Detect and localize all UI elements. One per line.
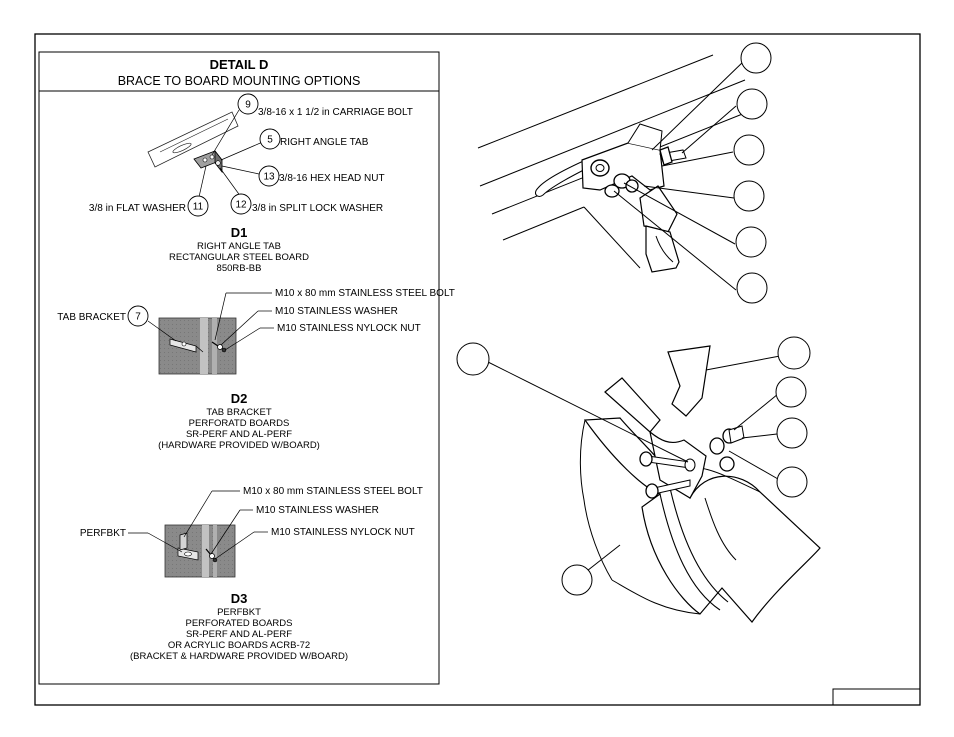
balloon-9	[237, 93, 259, 115]
d1-lock-washer-label: 3/8 in SPLIT LOCK WASHER	[252, 203, 383, 214]
d3-caption-line: PERFORATED BOARDS	[186, 618, 293, 629]
svg-text:11: 11	[193, 202, 204, 213]
d1-bolt-label: 3/8-16 x 1 1/2 in CARRIAGE BOLT	[258, 107, 413, 118]
d1-callout-bolt: 9 3/8-16 x 1 1/2 in CARRIAGE BOLT	[237, 93, 413, 118]
d3-caption-line: SR-PERF AND AL-PERF	[186, 629, 292, 640]
d1-caption-line: 850RB-BB	[217, 263, 262, 274]
d2-callout-bracket: 7 TAB BRACKET	[57, 305, 149, 327]
d2-nut-label: M10 STAINLESS NYLOCK NUT	[277, 323, 421, 334]
upper-view-balloons	[733, 42, 772, 304]
balloon-13	[258, 165, 280, 187]
callout-balloon	[561, 564, 593, 596]
callout-balloon	[736, 88, 768, 120]
lower-view-balloons	[456, 336, 811, 596]
d2-caption-id: D2	[231, 391, 248, 406]
svg-text:9: 9	[245, 100, 251, 111]
callout-balloon	[456, 342, 490, 376]
balloon-12	[230, 193, 252, 215]
d3-figure	[128, 490, 268, 578]
detail-subtitle: BRACE TO BOARD MOUNTING OPTIONS	[118, 74, 361, 88]
svg-text:7: 7	[135, 312, 141, 323]
balloon-7	[127, 305, 149, 327]
callout-balloon	[736, 272, 768, 304]
d3-washer-label: M10 STAINLESS WASHER	[256, 505, 379, 516]
callout-balloon	[775, 376, 807, 408]
title-block-stub	[832, 688, 920, 705]
callout-balloon	[733, 134, 765, 166]
svg-text:5: 5	[267, 135, 273, 146]
svg-text:13: 13	[263, 172, 275, 183]
callout-balloon	[740, 42, 772, 74]
detail-d-panel: DETAIL D BRACE TO BOARD MOUNTING OPTIONS…	[38, 51, 455, 685]
callout-balloon	[735, 226, 767, 258]
d2-caption-line: PERFORATD BOARDS	[189, 418, 290, 429]
d2-caption-line: (HARDWARE PROVIDED W/BOARD)	[158, 440, 320, 451]
d1-caption-line: RIGHT ANGLE TAB	[197, 241, 281, 252]
detail-title: DETAIL D	[210, 57, 269, 72]
callout-balloon	[733, 180, 765, 212]
d1-figure	[147, 109, 266, 198]
d3-caption-line: (BRACKET & HARDWARE PROVIDED W/BOARD)	[130, 651, 348, 662]
d3-caption-line: PERFBKT	[217, 607, 261, 618]
callout-balloon	[776, 417, 808, 449]
callout-balloon	[776, 466, 808, 498]
d2-washer-label: M10 STAINLESS WASHER	[275, 306, 398, 317]
d2-bracket-label: TAB BRACKET	[57, 312, 126, 323]
d3-bracket-label: PERFBKT	[80, 528, 126, 539]
d3-caption-line: OR ACRYLIC BOARDS ACRB-72	[168, 640, 310, 651]
d2-caption-line: TAB BRACKET	[206, 407, 271, 418]
upper-assembly-view	[477, 54, 756, 291]
d1-flat-washer-label: 3/8 in FLAT WASHER	[89, 203, 186, 214]
d1-caption-line: RECTANGULAR STEEL BOARD	[169, 252, 309, 263]
d2-figure	[147, 292, 274, 375]
d1-callout-flat-washer: 11 3/8 in FLAT WASHER	[89, 195, 209, 217]
d1-callout-lock-washer: 12 3/8 in SPLIT LOCK WASHER	[230, 193, 383, 215]
callout-balloon	[777, 336, 811, 370]
d3-caption-id: D3	[231, 591, 248, 606]
d3-nut-label: M10 STAINLESS NYLOCK NUT	[271, 527, 415, 538]
detail-panel-frame	[38, 51, 440, 685]
d1-tab-label: RIGHT ANGLE TAB	[280, 137, 369, 148]
balloon-11	[187, 195, 209, 217]
d1-callout-nut: 13 3/8-16 HEX HEAD NUT	[258, 165, 385, 187]
d3-bolt-label: M10 x 80 mm STAINLESS STEEL BOLT	[243, 486, 423, 497]
d1-callout-tab: 5 RIGHT ANGLE TAB	[259, 128, 369, 150]
svg-text:12: 12	[235, 200, 247, 211]
balloon-5	[259, 128, 281, 150]
d2-bolt-label: M10 x 80 mm STAINLESS STEEL BOLT	[275, 288, 455, 299]
sheet-border	[34, 33, 921, 706]
lower-assembly-view	[483, 345, 821, 623]
d2-caption-line: SR-PERF AND AL-PERF	[186, 429, 292, 440]
d1-caption-id: D1	[231, 225, 248, 240]
d1-nut-label: 3/8-16 HEX HEAD NUT	[279, 173, 385, 184]
